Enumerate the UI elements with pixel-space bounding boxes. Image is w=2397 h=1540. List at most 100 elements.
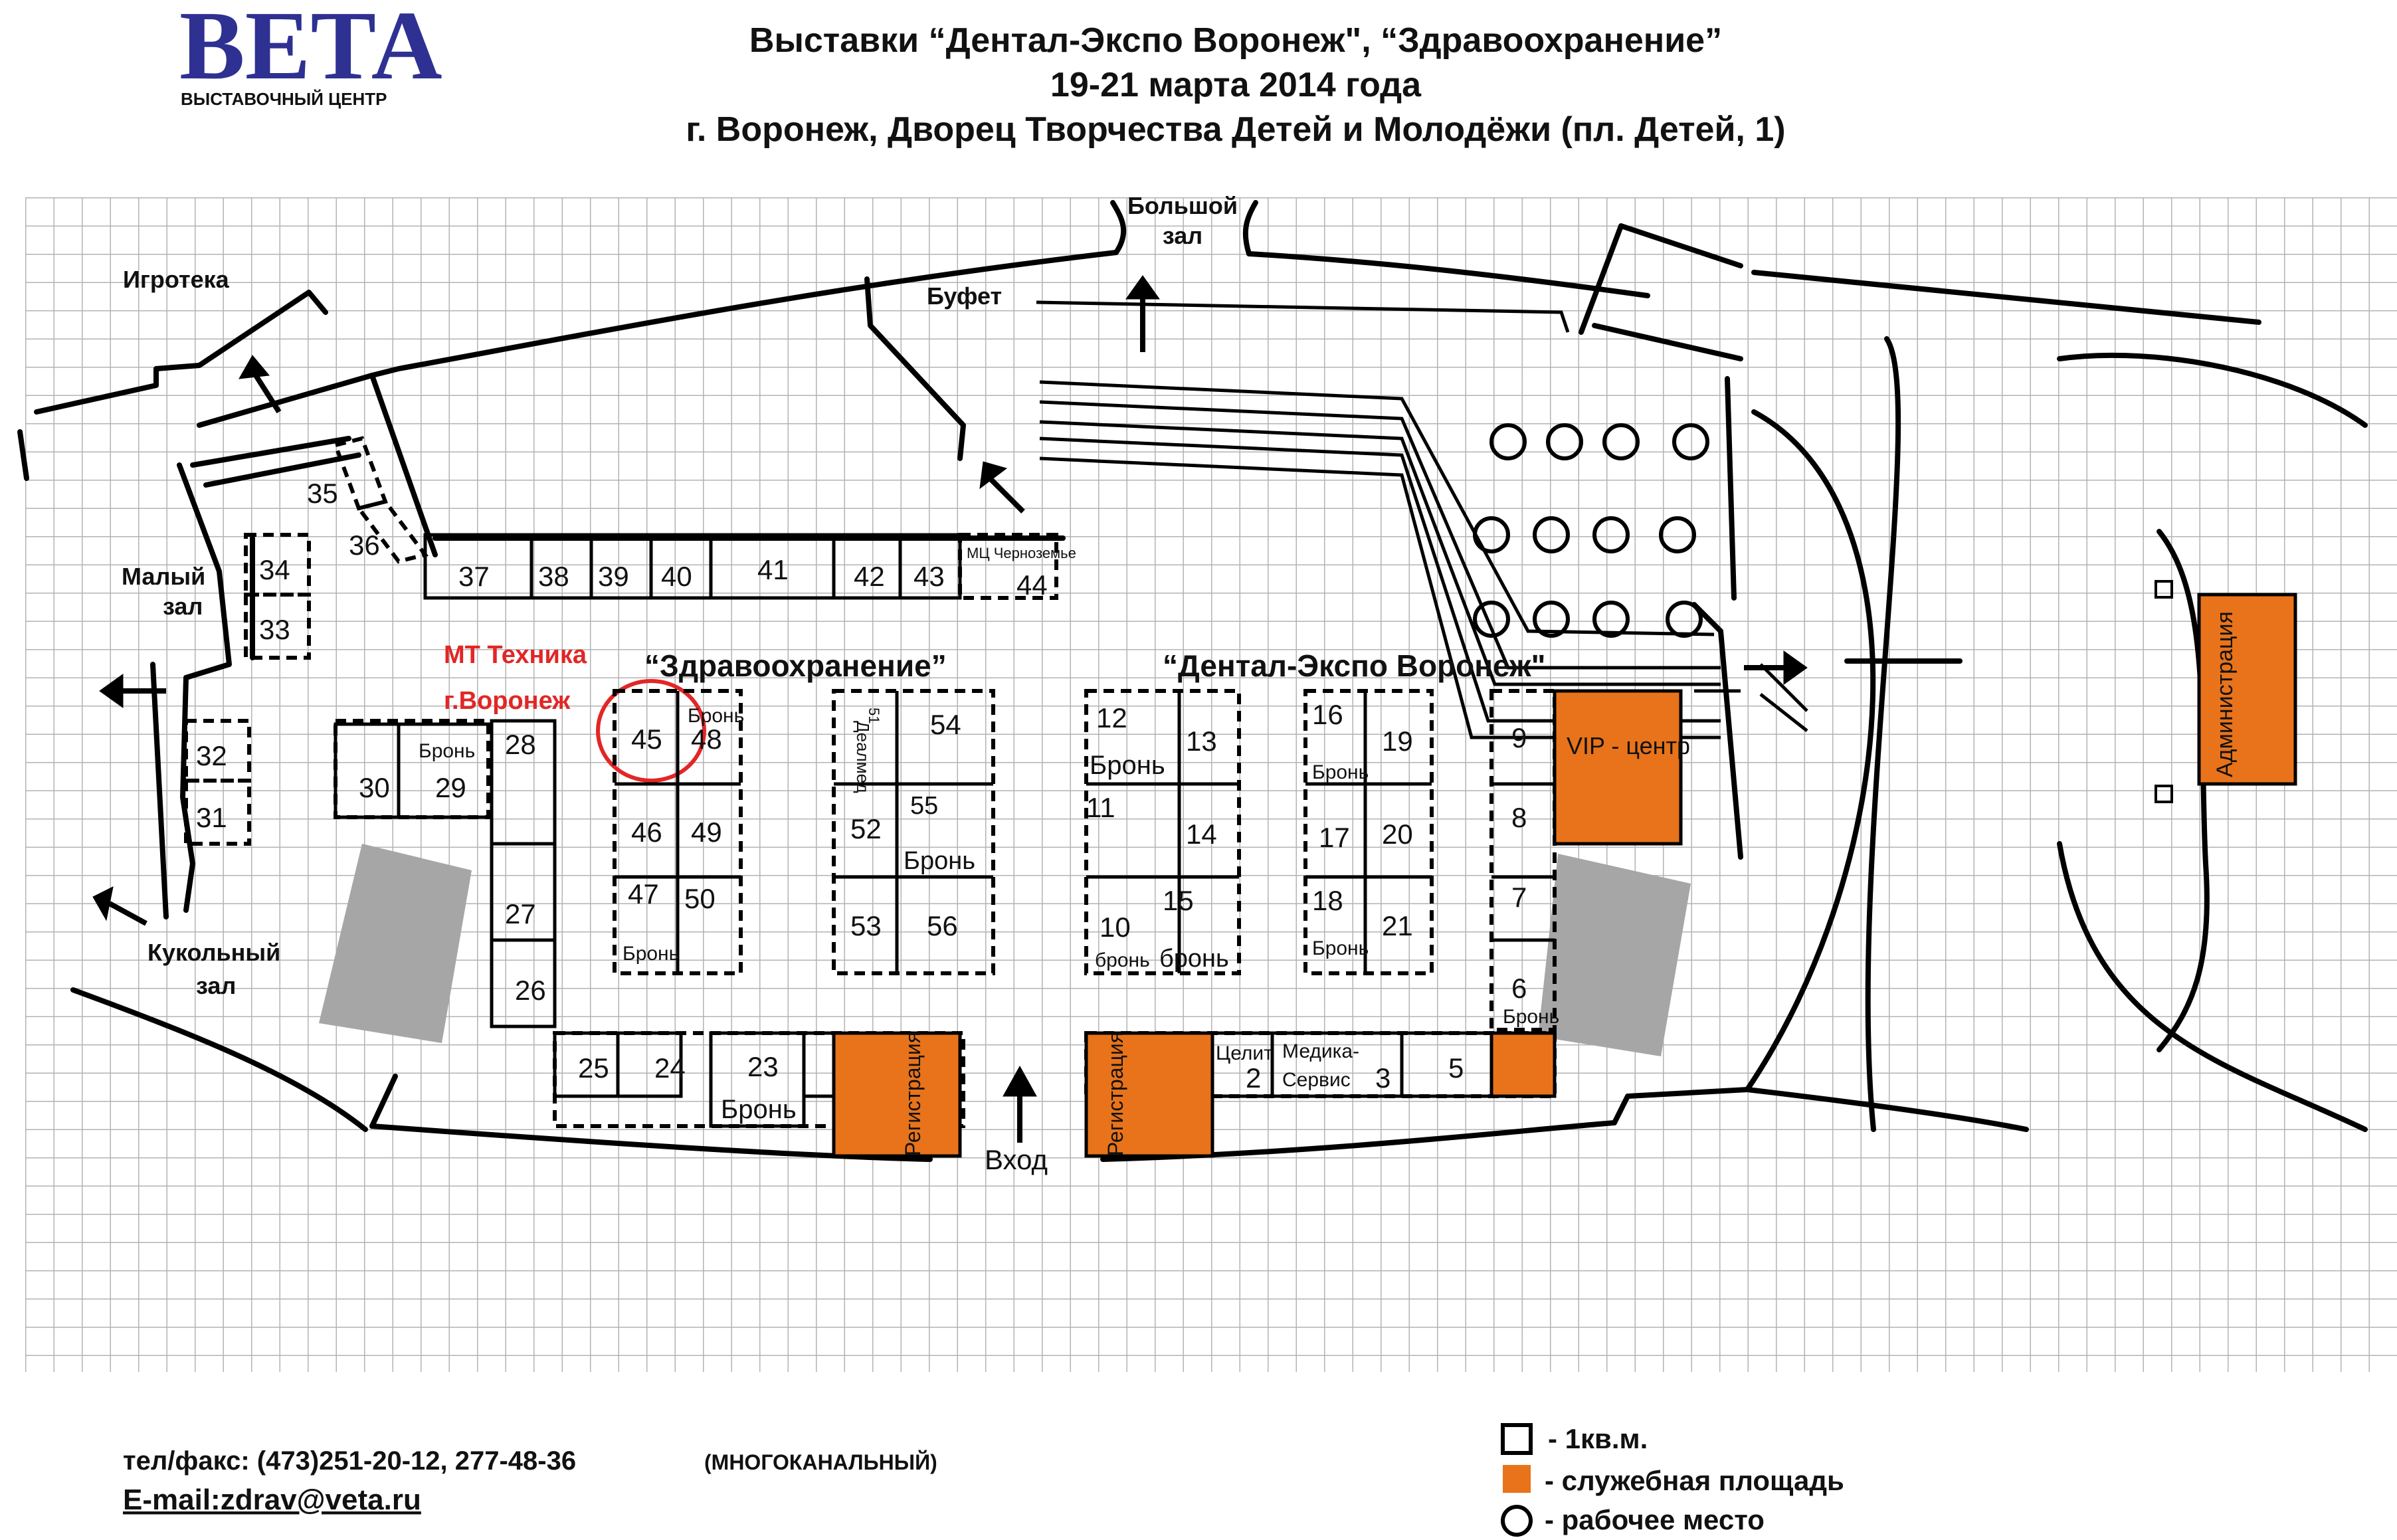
booth-34[interactable]: 34 xyxy=(259,554,290,585)
booth-18-tag: Бронь xyxy=(1312,937,1369,959)
booths-35-36 xyxy=(333,436,429,564)
booth-47[interactable]: 47 xyxy=(628,878,659,910)
booth-14[interactable]: 14 xyxy=(1186,818,1217,850)
room-kukolny-2: зал xyxy=(196,972,236,999)
booth-35[interactable]: 35 xyxy=(307,478,338,509)
booth-6[interactable]: 6 xyxy=(1511,973,1527,1004)
booth-3-tag-2: Сервис xyxy=(1282,1069,1351,1091)
booth-15[interactable]: 15 xyxy=(1163,885,1194,916)
legend-square-text: - 1кв.м. xyxy=(1548,1423,1648,1454)
booth-25[interactable]: 25 xyxy=(578,1052,609,1084)
booth-23[interactable]: 23 xyxy=(747,1051,779,1082)
booth-10-tag: бронь xyxy=(1095,949,1150,971)
legend-workplace-icon xyxy=(1501,1505,1533,1537)
booth-11[interactable]: 11 xyxy=(1086,792,1115,823)
booth-44[interactable]: 44 xyxy=(1016,569,1048,601)
booth-32[interactable]: 32 xyxy=(196,740,227,771)
room-bolshoy-1: Большой xyxy=(1127,192,1238,219)
legend-workplace-text: - рабочее место xyxy=(1545,1504,1765,1535)
legend-service-icon xyxy=(1503,1465,1531,1493)
booth-52[interactable]: 52 xyxy=(850,813,882,844)
booth-42[interactable]: 42 xyxy=(854,561,885,592)
booth-12[interactable]: 12 xyxy=(1096,702,1127,733)
booth-33[interactable]: 33 xyxy=(259,614,290,645)
booth-16[interactable]: 16 xyxy=(1312,699,1343,730)
booth-20[interactable]: 20 xyxy=(1382,818,1413,850)
booth-9[interactable]: 9 xyxy=(1511,722,1527,753)
contact-phone: тел/факс: (473)251-20-12, 277-48-36 xyxy=(123,1446,576,1476)
booth-53[interactable]: 53 xyxy=(850,910,882,941)
booth-55-tag: Бронь xyxy=(904,847,975,875)
booth-39[interactable]: 39 xyxy=(598,561,629,592)
booth-37[interactable]: 37 xyxy=(458,561,490,592)
vip-center: VIP - центр xyxy=(1567,732,1690,759)
booth-8[interactable]: 8 xyxy=(1511,802,1527,833)
booth-41[interactable]: 41 xyxy=(757,554,789,585)
booth-3[interactable]: 3 xyxy=(1375,1062,1390,1094)
contact-email[interactable]: E-mail:zdrav@veta.ru xyxy=(123,1484,421,1516)
registration-right: Регистрация xyxy=(1103,1032,1127,1156)
booth-26[interactable]: 26 xyxy=(515,975,546,1006)
marker-square-1 xyxy=(2155,580,2173,599)
legend: - 1кв.м. - служебная площадь - рабочее м… xyxy=(1501,1423,1844,1537)
header-dates: 19-21 марта 2014 года xyxy=(1050,66,1422,104)
booths-right-column xyxy=(1489,689,1557,1032)
booth-28[interactable]: 28 xyxy=(505,729,536,760)
booth-55[interactable]: 55 xyxy=(910,792,938,820)
booth-mc-tag: МЦ Черноземье xyxy=(967,545,1076,561)
booth-15-tag: бронь xyxy=(1159,945,1229,973)
booth-36[interactable]: 36 xyxy=(349,529,380,561)
logo-subtitle: ВЫСТАВОЧНЫЙ ЦЕНТР xyxy=(181,89,387,109)
booth-5[interactable]: 5 xyxy=(1448,1052,1464,1084)
booth-43[interactable]: 43 xyxy=(913,561,945,592)
contacts: тел/факс: (473)251-20-12, 277-48-36 (МНО… xyxy=(123,1446,937,1516)
room-bufet: Буфет xyxy=(927,282,1002,310)
booth-29[interactable]: 29 xyxy=(435,772,466,803)
booth-50[interactable]: 50 xyxy=(684,883,716,914)
highlight-company: МТ Техника xyxy=(444,641,587,669)
booth-27[interactable]: 27 xyxy=(505,898,536,929)
booth-21[interactable]: 21 xyxy=(1382,910,1413,941)
highlight-city: г.Воронеж xyxy=(444,687,571,715)
booth-46[interactable]: 46 xyxy=(631,817,662,848)
booth-19[interactable]: 19 xyxy=(1382,725,1413,757)
booths-health-1 xyxy=(613,689,743,975)
booth-2[interactable]: 2 xyxy=(1246,1062,1261,1094)
booth-3-tag-1: Медика- xyxy=(1282,1040,1359,1062)
booth-18[interactable]: 18 xyxy=(1312,885,1343,916)
legend-square-icon xyxy=(1501,1423,1533,1455)
booth-40[interactable]: 40 xyxy=(661,561,692,592)
booth-45[interactable]: 45 xyxy=(631,723,662,755)
booth-13[interactable]: 13 xyxy=(1186,725,1217,757)
column-left xyxy=(319,844,472,1043)
room-maly-2: зал xyxy=(163,593,203,620)
service-areas xyxy=(832,593,2297,1158)
booth-31[interactable]: 31 xyxy=(196,802,227,833)
booth-56[interactable]: 56 xyxy=(927,910,958,941)
booths-left-block xyxy=(334,719,557,1028)
booth-51[interactable]: 51 xyxy=(866,708,882,723)
booths-health-2 xyxy=(832,689,995,975)
administration: Администрация xyxy=(2212,611,2238,777)
room-maly-1: Малый xyxy=(122,563,205,590)
highlight-circle xyxy=(596,679,706,783)
booth-49[interactable]: 49 xyxy=(691,817,722,848)
booth-16-tag: Бронь xyxy=(1312,761,1369,783)
booth-17[interactable]: 17 xyxy=(1319,822,1350,853)
marker-square-2 xyxy=(2155,785,2173,803)
page-header: Выставки “Дентал-Экспо Воронеж", “Здраво… xyxy=(686,21,1785,149)
booth-row-top xyxy=(423,533,1058,600)
booth-51-tag: Деалмед xyxy=(853,721,873,793)
booth-29-tag: Бронь xyxy=(419,740,475,762)
logo-brand: ВЕТА xyxy=(179,0,442,100)
booth-54[interactable]: 54 xyxy=(930,709,961,740)
room-kukolny-1: Кукольный xyxy=(147,939,280,966)
booth-30[interactable]: 30 xyxy=(359,772,390,803)
column-right xyxy=(1538,854,1691,1056)
booth-10[interactable]: 10 xyxy=(1100,912,1131,943)
booth-38[interactable]: 38 xyxy=(538,561,569,592)
booth-48[interactable]: 48 xyxy=(691,723,722,755)
booth-7[interactable]: 7 xyxy=(1511,882,1527,913)
booth-24[interactable]: 24 xyxy=(654,1052,686,1084)
